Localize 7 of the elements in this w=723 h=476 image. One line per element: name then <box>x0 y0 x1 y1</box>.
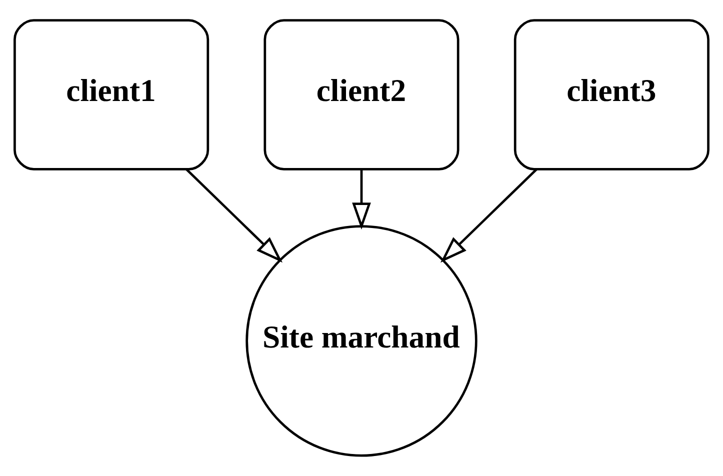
arrow <box>352 169 371 230</box>
node-box: client2 <box>264 19 460 170</box>
node-box: client1 <box>14 19 210 170</box>
arrow <box>186 168 283 263</box>
arrow <box>440 168 538 263</box>
node-circle: Site marchand <box>246 225 478 457</box>
node-box: client3 <box>514 19 710 170</box>
